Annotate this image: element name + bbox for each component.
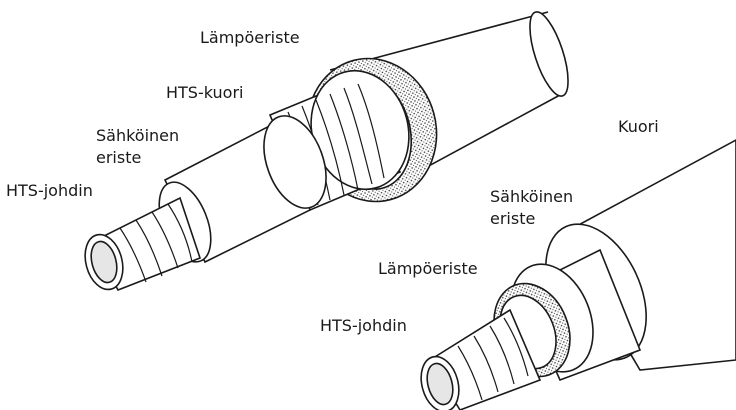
right-label-thermal-insulation: Lämpöeriste xyxy=(378,258,478,280)
right-label-hts-conductor: HTS-johdin xyxy=(320,315,407,337)
left-label-hts-conductor: HTS-johdin xyxy=(6,180,93,202)
right-label-electrical-insulation: Sähköinen eriste xyxy=(490,186,573,230)
left-label-hts-shell: HTS-kuori xyxy=(166,82,243,104)
right-label-outer-jacket: Kuori xyxy=(618,116,659,138)
left-label-electrical-insulation: Sähköinen eriste xyxy=(96,125,179,169)
left-label-thermal-insulation: Lämpöeriste xyxy=(200,27,300,49)
